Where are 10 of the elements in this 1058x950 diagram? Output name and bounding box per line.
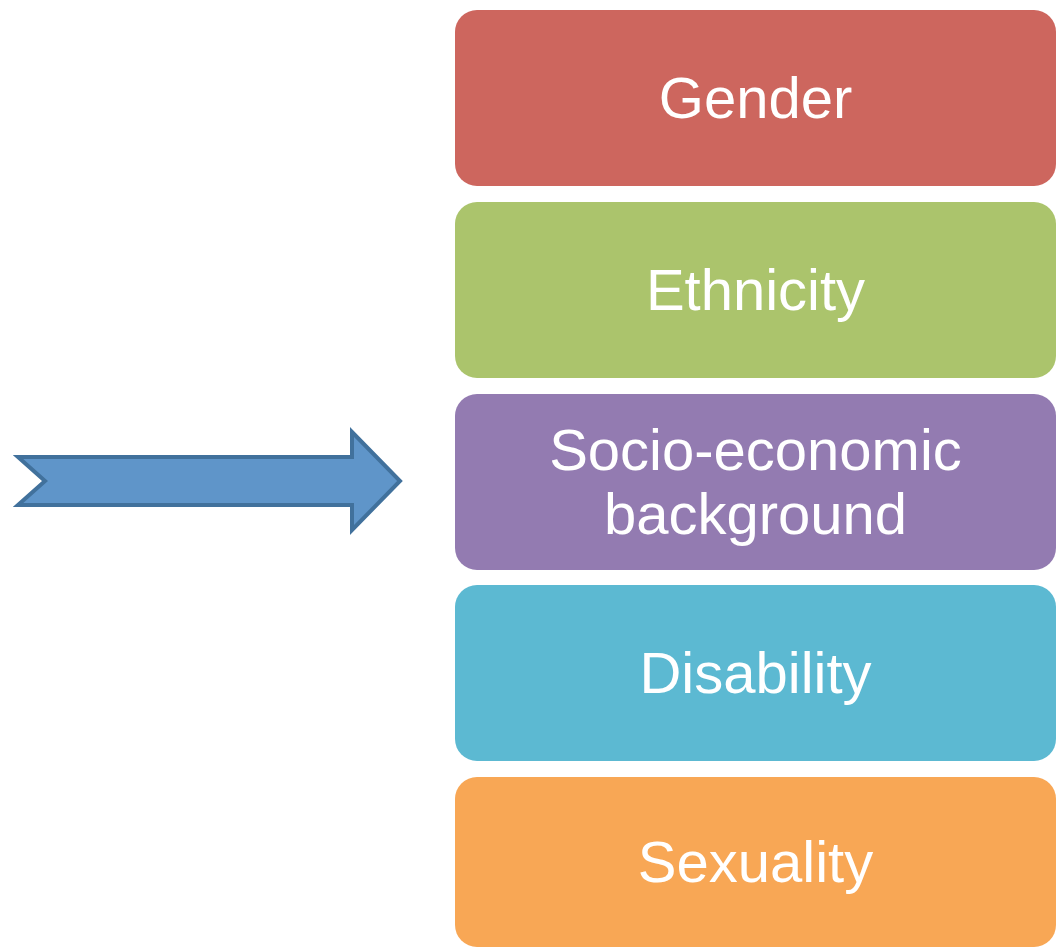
category-box <box>455 585 1056 761</box>
category-box <box>455 10 1056 186</box>
category-label: Gender <box>657 66 854 130</box>
category-box <box>455 202 1056 378</box>
category-label: Socio-economic background <box>548 418 963 546</box>
category-box <box>455 394 1056 570</box>
category-box <box>455 777 1056 947</box>
category-label: Disability <box>638 641 873 705</box>
category-label: Ethnicity <box>644 258 867 322</box>
category-label: Sexuality <box>636 830 875 894</box>
